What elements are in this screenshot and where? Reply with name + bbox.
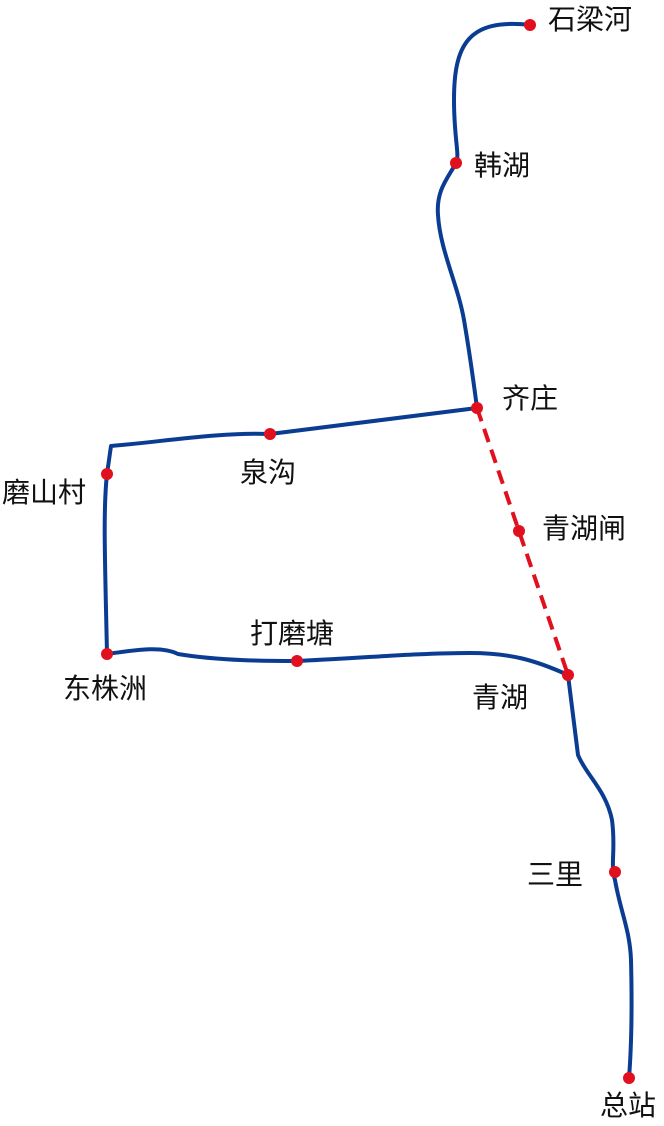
route-dashed-connector [475, 407, 570, 676]
station-dot-dongzhuzhou [101, 648, 113, 660]
station-dot-shilianghe [524, 19, 536, 31]
station-dot-zongzhan [623, 1072, 635, 1084]
station-dot-qinghu [562, 669, 574, 681]
station-dot-quangou [264, 428, 276, 440]
station-label-moshancun: 磨山村 [2, 476, 86, 509]
station-label-sanli: 三里 [527, 858, 583, 891]
station-label-qizhuang: 齐庄 [502, 382, 558, 415]
station-dot-moshancun [101, 468, 113, 480]
station-dot-qinghuzha [513, 525, 525, 537]
route-trunk-north [435, 21, 532, 410]
station-dot-damotang [291, 655, 303, 667]
station-dot-hanhu [450, 157, 462, 169]
station-label-hanhu: 韩湖 [474, 149, 530, 182]
station-label-qinghuzha: 青湖闸 [542, 512, 626, 545]
station-dot-qizhuang [471, 402, 483, 414]
station-label-shilianghe: 石梁河 [548, 3, 632, 36]
route-loop [102, 406, 570, 677]
station-dot-sanli [609, 866, 621, 878]
station-label-quangou: 泉沟 [240, 456, 296, 489]
station-label-zongzhan: 总站 [600, 1089, 656, 1122]
station-label-qinghu: 青湖 [472, 681, 528, 714]
route-trunk-south [566, 673, 634, 1080]
station-label-damotang: 打磨塘 [250, 617, 334, 650]
station-label-dongzhuzhou: 东株洲 [63, 672, 147, 705]
